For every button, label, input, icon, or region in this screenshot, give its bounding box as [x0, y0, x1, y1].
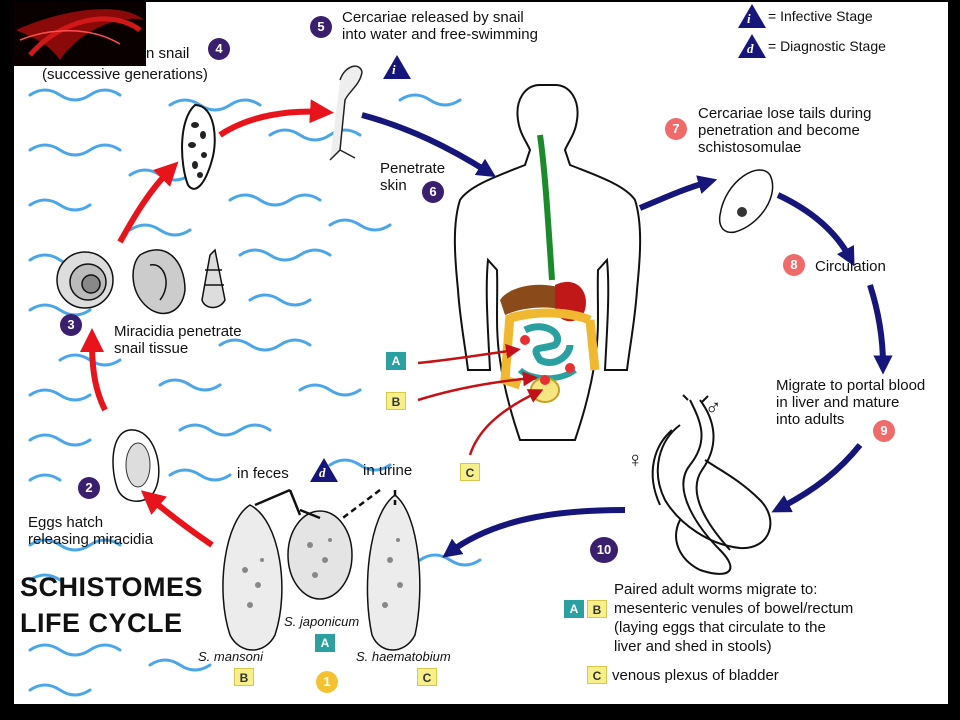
hatching-egg-shape [112, 429, 160, 502]
male-symbol: ♂ [705, 395, 722, 420]
diagnostic-stage-icon: d [738, 34, 766, 58]
stage5-infective-icon: i [383, 55, 411, 79]
stage5-text: Cercariae released by snail into water a… [342, 9, 538, 43]
stage4-number: 4 [208, 38, 230, 60]
diagnostic-stage-eggs-icon: d [310, 458, 338, 482]
snail-shapes [56, 248, 226, 315]
stage1-number: 1 [316, 671, 338, 693]
female-symbol: ♀ [627, 447, 644, 472]
stage2-text: Eggs hatch releasing miracidia [28, 514, 154, 548]
site-arrows [417, 343, 544, 456]
japonicum-site-a-box: A [315, 634, 335, 652]
stage10-site-c-box: C [587, 666, 607, 684]
stage3-text: Miracidia penetrate snail tissue [114, 323, 242, 357]
stage5-number: 5 [310, 16, 332, 38]
stage4-text-line2: (successive generations) [42, 66, 208, 83]
stage4-text-line1: n snail [146, 45, 190, 62]
diagram-title-line1: SCHISTOMES [20, 572, 204, 602]
stage9-text: Migrate to portal blood in liver and mat… [776, 377, 926, 428]
corner-logo [14, 2, 146, 66]
red-cycle-arrows [80, 99, 334, 548]
stage10-site-a-box: A [564, 600, 584, 618]
s-mansoni-label: S. mansoni [198, 649, 264, 664]
haematobium-site-c-box: C [417, 668, 437, 686]
mansoni-site-b-box: B [234, 668, 254, 686]
stage7-text: Cercariae lose tails during penetration … [698, 105, 872, 156]
stage10-text: Paired adult worms migrate to: mesenteri… [614, 581, 854, 655]
schistosomulum-shape [718, 169, 774, 234]
stage10-site-b-box: B [587, 600, 607, 618]
stage6-text: Penetrate skin [380, 160, 446, 194]
stage8-number: 8 [783, 254, 805, 276]
sporocyst-shape [181, 103, 216, 190]
stage3-number: 3 [60, 314, 82, 336]
cercaria-shape [329, 65, 363, 161]
stage10-text-c: venous plexus of bladder [612, 667, 779, 684]
diagram-title-line2: LIFE CYCLE [20, 608, 183, 638]
in-urine-label: in urine [363, 462, 413, 479]
stage7-number: 7 [665, 118, 687, 140]
blue-cycle-arrows [361, 112, 893, 558]
site-a-box: A [386, 352, 406, 370]
diagnostic-stage-label: = Diagnostic Stage [768, 38, 886, 54]
in-feces-label: in feces [237, 465, 289, 482]
s-japonicum-label: S. japonicum [284, 614, 360, 629]
stage10-number: 10 [590, 537, 618, 563]
infective-stage-icon: i [738, 4, 766, 28]
stage8-text: Circulation [815, 258, 886, 275]
egg-source-lines [254, 488, 397, 521]
site-b-box: B [386, 392, 406, 410]
stage9-number: 9 [873, 420, 895, 442]
site-c-box: C [460, 463, 480, 481]
s-haematobium-label: S. haematobium [356, 649, 451, 664]
stage2-number: 2 [78, 477, 100, 499]
infective-stage-label: = Infective Stage [768, 8, 873, 24]
stage6-number: 6 [422, 181, 444, 203]
adult-worms-shape [651, 394, 772, 575]
egg-shapes [222, 494, 421, 651]
